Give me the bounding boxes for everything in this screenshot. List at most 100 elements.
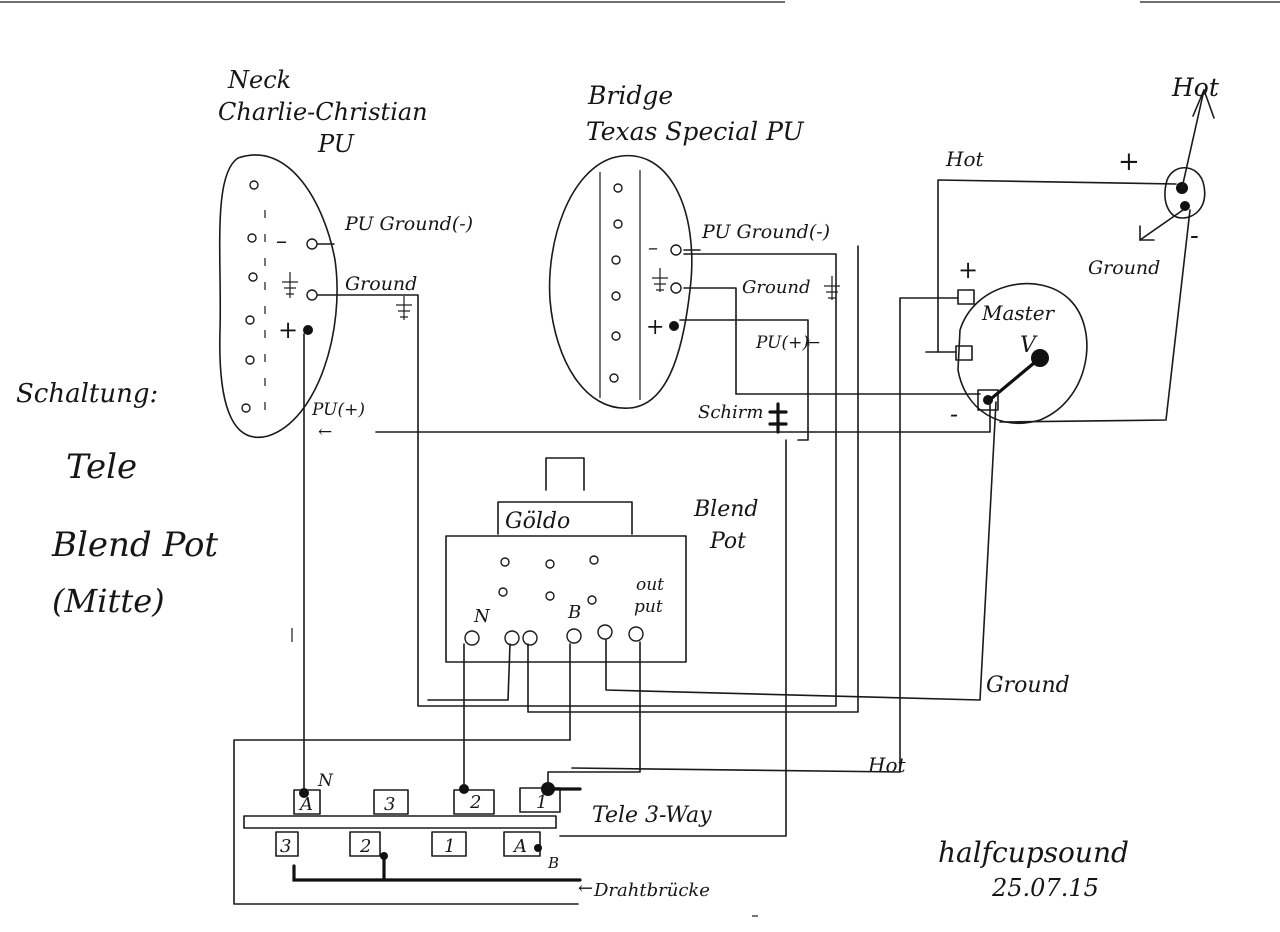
- neck-title-line1: Neck: [227, 66, 291, 94]
- title-line2: Tele: [66, 447, 137, 487]
- neck-ground-label: Ground: [345, 273, 417, 295]
- output-jack-outline: [1164, 167, 1206, 219]
- switch-housing-outline: [233, 739, 579, 905]
- wire-ground-bus: [527, 245, 859, 713]
- wire-bridge-hot: [679, 319, 809, 441]
- bridge-ground-terminal: [670, 282, 682, 294]
- bridge-hot-label: PU(+): [755, 333, 809, 353]
- pole-piece: [611, 331, 621, 341]
- pot-hole: [545, 591, 555, 601]
- pot-hole: [589, 555, 599, 565]
- master-pot-lug-minus: [977, 389, 999, 411]
- blend-pot: Göldo Blend Pot N B out put: [445, 457, 758, 663]
- master-minus-label: -: [950, 400, 958, 428]
- bridge-title-line2: Texas Special PU: [586, 117, 804, 146]
- neck-ground-minus-terminal: [306, 238, 318, 250]
- ground-symbol-icon: [282, 272, 298, 298]
- switch-bottom-label: 3: [280, 836, 291, 857]
- neck-hot-label: PU(+): [311, 400, 365, 420]
- wire-shield: [375, 401, 991, 433]
- jack-plus-label: +: [1118, 147, 1140, 177]
- title-line1: Schaltung:: [16, 379, 158, 409]
- switch-lug-top: [453, 789, 495, 815]
- plus-sign: +: [646, 315, 664, 340]
- switch-lug-top: [519, 787, 561, 813]
- signature-name: halfcupsound: [938, 836, 1129, 869]
- switch-top-label: 1: [536, 792, 547, 813]
- solder-point: [534, 844, 542, 852]
- bridge-ground-minus-label: PU Ground(-): [701, 221, 830, 243]
- switch-bottom-label: 1: [444, 836, 455, 857]
- three-way-switch: A 3 2 1 3 2 1 A N B Tele 3-Way Drahtbrüc…: [233, 739, 906, 905]
- pole-piece: [613, 183, 623, 193]
- neck-title-line2: Charlie-Christian: [218, 98, 428, 126]
- neck-pickup: – + Neck Charlie-Christian PU PU Ground(…: [218, 66, 473, 442]
- arrow-icon: ←: [806, 333, 820, 353]
- blend-pot-shaft: [545, 457, 585, 491]
- switch-top-label: A: [298, 794, 313, 815]
- signature-date: 25.07.15: [991, 874, 1099, 902]
- bridge-pickup: – + Bridge Texas Special PU PU Ground(-)…: [548, 81, 840, 434]
- ground-symbol-icon: [824, 276, 840, 300]
- neck-title-line3: PU: [317, 130, 355, 158]
- title-block: Schaltung: Tele Blend Pot (Mitte): [16, 379, 218, 620]
- blend-lug-b: [566, 628, 582, 644]
- switch-lug-bottom: [431, 831, 467, 857]
- jack-hot-top-label: Hot: [1171, 73, 1220, 102]
- blend-pot-body: [445, 535, 687, 663]
- switch-lug-bottom: [503, 831, 541, 857]
- switch-b-mark: B: [547, 854, 559, 872]
- neck-ground-terminal: [306, 289, 318, 301]
- solder-point: [459, 784, 469, 794]
- hot-output-arrow-line: [1181, 89, 1205, 189]
- pole-piece: [241, 403, 251, 413]
- blend-lug-output: [628, 626, 644, 642]
- blend-output-line1: out: [636, 575, 664, 595]
- master-pot-lug-mid: [955, 345, 973, 361]
- blend-lug: [504, 630, 520, 646]
- blend-pin-n: N: [473, 606, 491, 627]
- wire-bridge-ground: [683, 287, 981, 395]
- switch-top-label: 2: [469, 792, 481, 813]
- blend-lug: [597, 624, 613, 640]
- output-jack: Hot Hot + - Ground: [945, 73, 1220, 279]
- solder-point: [299, 788, 309, 798]
- jack-hot-label: Hot: [945, 147, 984, 171]
- jack-ground-terminal: [1180, 201, 1190, 211]
- switch-jumper-label: Drahtbrücke: [593, 880, 710, 901]
- blend-lug: [522, 630, 538, 646]
- wires: [303, 179, 1191, 837]
- pole-piece: [611, 291, 621, 301]
- switch-bottom-label: A: [512, 836, 527, 857]
- neck-hot-terminal: [303, 325, 313, 335]
- jumper-wire: [292, 864, 582, 882]
- blend-pot-brand-plate: [497, 501, 633, 535]
- jack-ground-label: Ground: [1088, 257, 1160, 279]
- blend-output-line2: put: [634, 597, 663, 617]
- blend-pin-b: B: [567, 602, 581, 623]
- bridge-pickup-outline: [548, 155, 693, 409]
- wire: [427, 643, 511, 701]
- arrow-up-icon: [1192, 89, 1215, 119]
- plus-sign: +: [278, 316, 298, 344]
- blend-label-line1: Blend: [693, 497, 758, 522]
- switch-label: Tele 3-Way: [592, 803, 712, 828]
- bridge-hot-terminal: [669, 321, 679, 331]
- switch-lug-bottom: [275, 831, 299, 857]
- arrow-down-icon: [1139, 225, 1155, 241]
- ground-symbol-icon: [652, 268, 668, 292]
- wire-jack-ground: [999, 209, 1191, 423]
- master-label-line1: Master: [981, 301, 1056, 325]
- master-label-line2: V: [1020, 333, 1038, 358]
- wire-ground-bus: [605, 401, 997, 701]
- switch-n-mark: N: [317, 771, 334, 791]
- pot-hole: [500, 557, 510, 567]
- signature-block: halfcupsound 25.07.15: [938, 836, 1129, 902]
- blend-lug-n: [464, 630, 480, 646]
- pole-piece: [249, 180, 259, 190]
- pole-piece: [611, 255, 621, 265]
- pot-hole: [498, 587, 508, 597]
- pole-piece: [247, 233, 257, 243]
- switch-lug-top: [373, 789, 409, 815]
